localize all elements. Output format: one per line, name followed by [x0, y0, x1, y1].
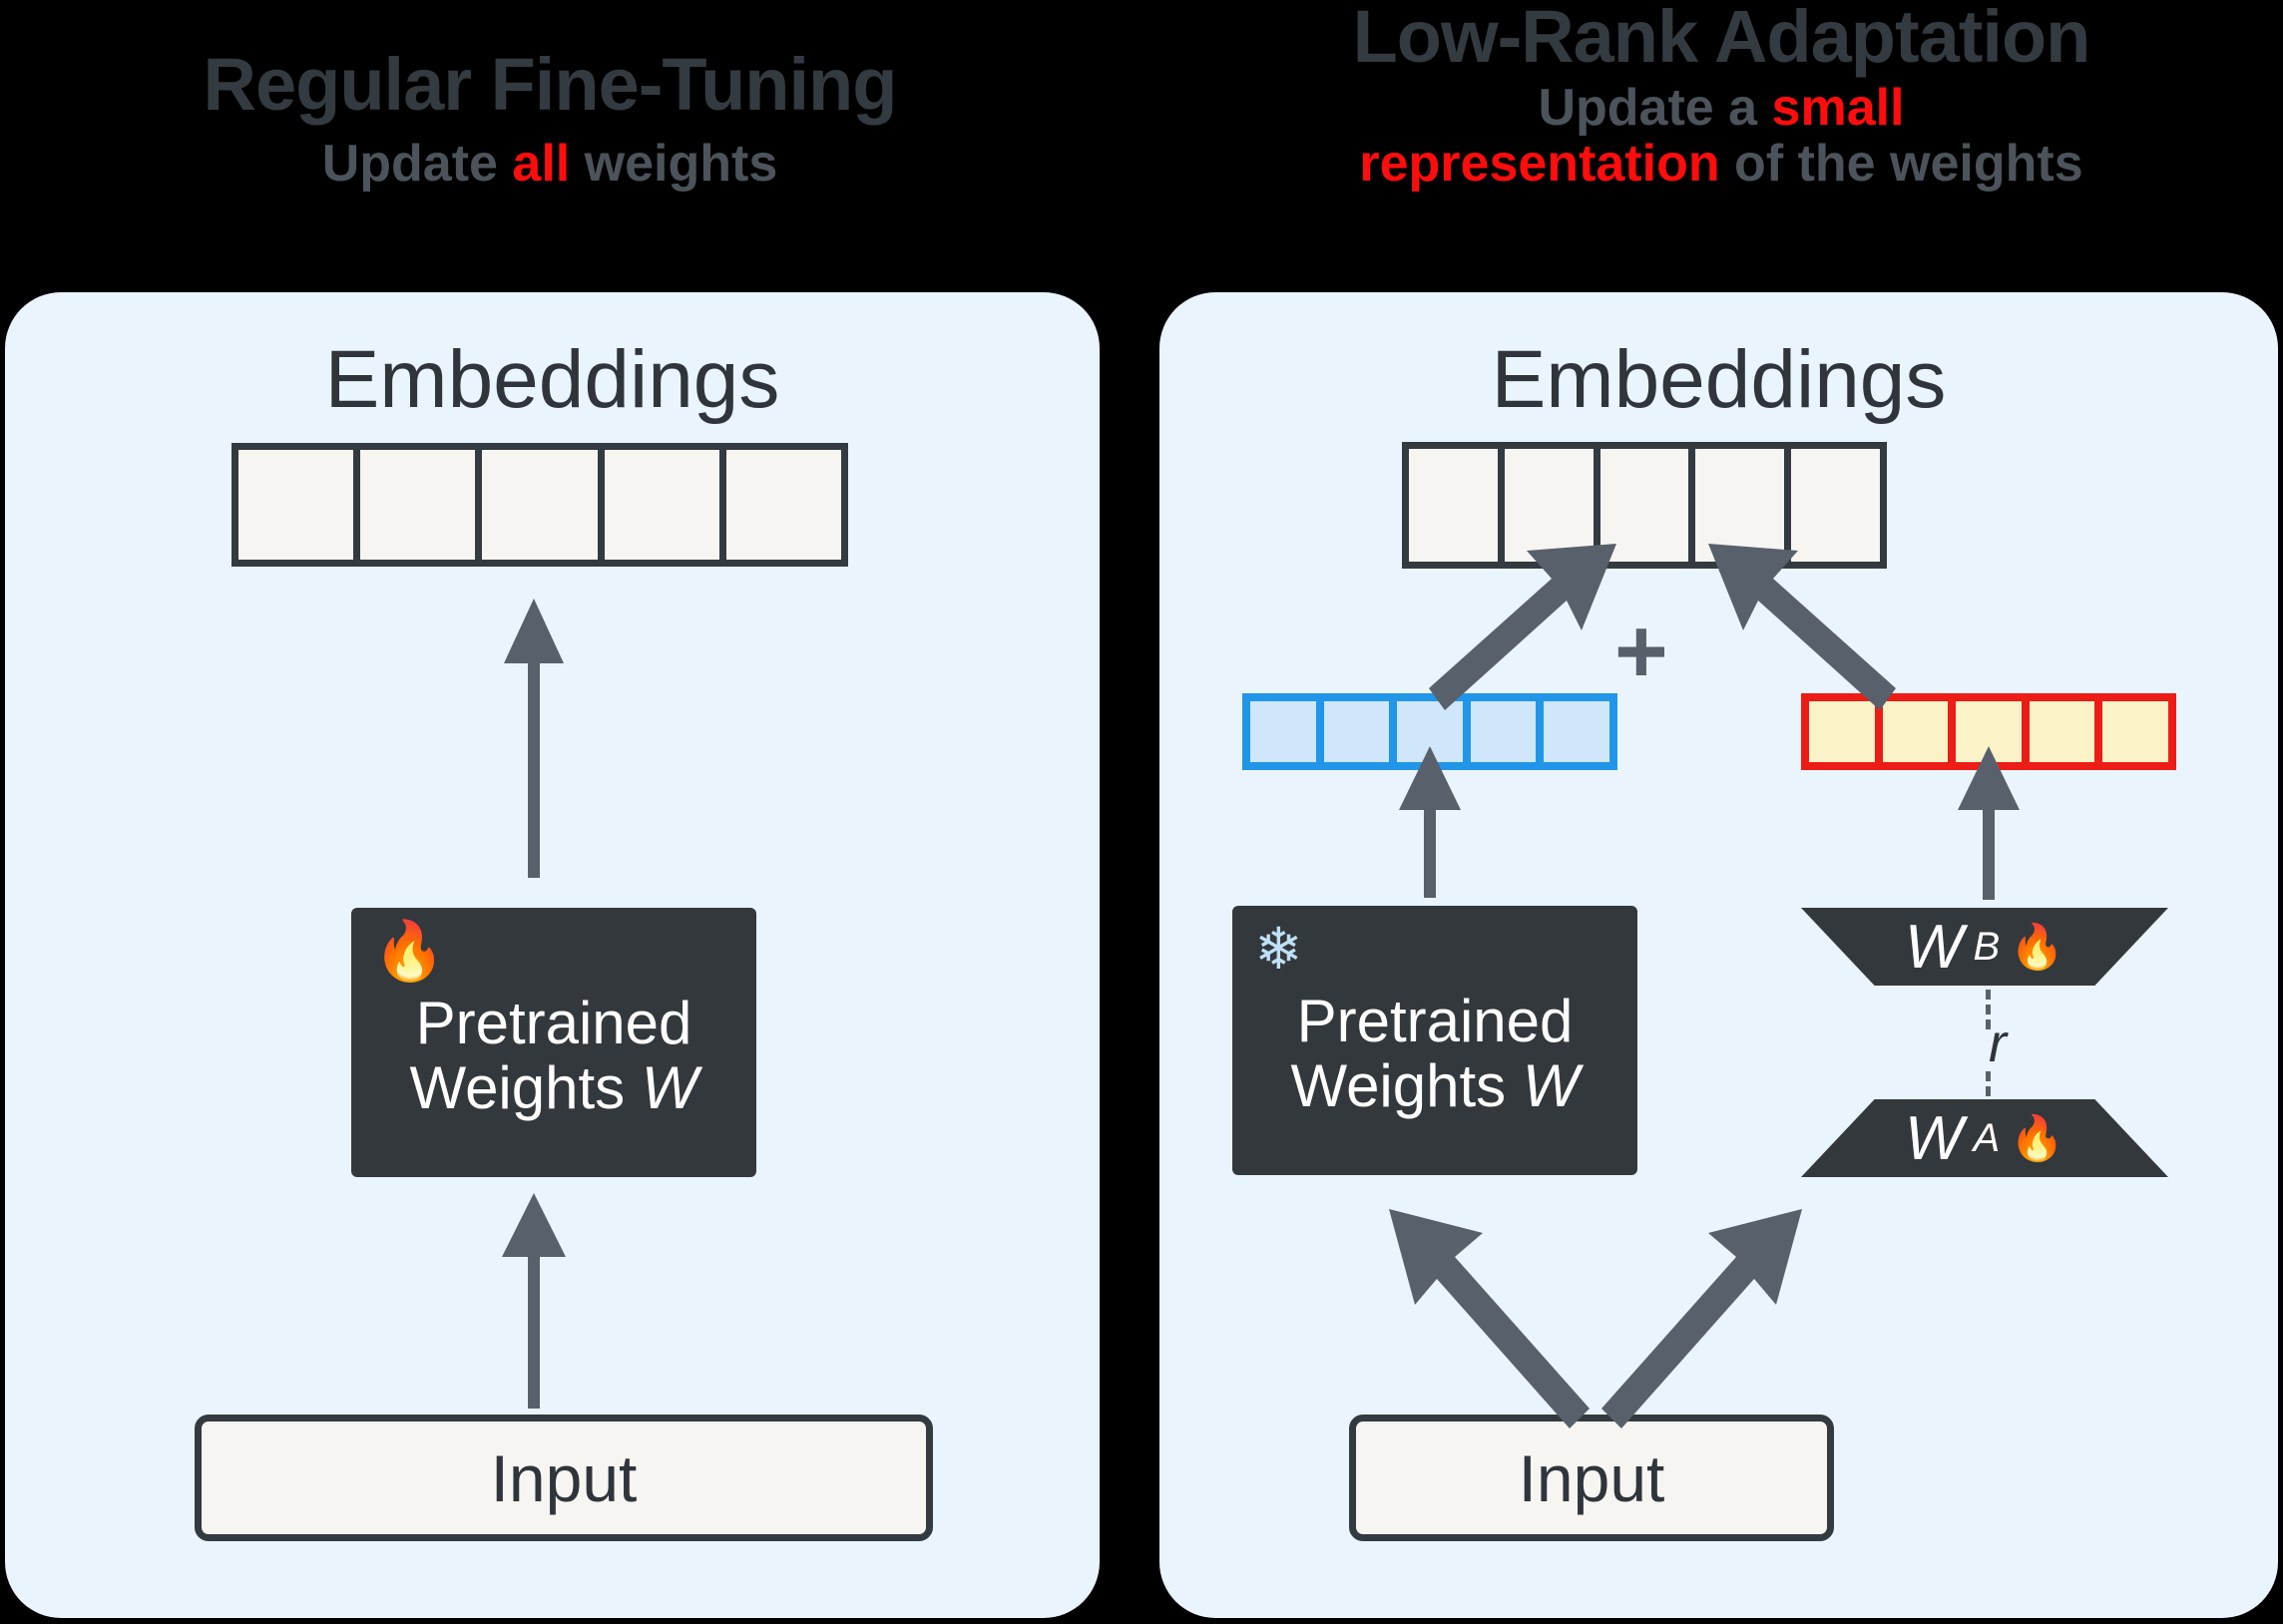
left-subtitle-highlight: all: [512, 135, 571, 193]
wb-symbol: W: [1904, 912, 1964, 982]
fire-icon: 🔥: [2010, 923, 2064, 972]
yellow-cell: [1809, 701, 1883, 762]
embedding-cell: [1504, 449, 1600, 562]
rank-label: r: [1989, 1014, 2007, 1073]
right-weights-line1: Pretrained: [1296, 988, 1574, 1054]
right-input-box: Input: [1349, 1415, 1834, 1541]
right-weights-symbol: W: [1522, 1051, 1580, 1119]
rank-connector-bottom: [1986, 1071, 1991, 1111]
right-panel-heading: Low-Rank Adaptation Update a small repre…: [1159, 0, 2283, 192]
left-subtitle-post: weights: [570, 135, 778, 193]
wa-symbol: W: [1904, 1103, 1964, 1173]
plus-sign: +: [1614, 601, 1668, 702]
fire-icon: 🔥: [2010, 1114, 2064, 1163]
left-input-label: Input: [490, 1440, 638, 1515]
right-pretrained-weights-box: ❄ Pretrained Weights W: [1232, 906, 1637, 1175]
left-weights-symbol: W: [641, 1053, 698, 1121]
snowflake-icon: ❄: [1254, 917, 1303, 982]
right-pretrained-weights-label: Pretrained Weights W: [1290, 988, 1580, 1119]
left-weights-line1: Pretrained: [415, 990, 692, 1056]
rank-connector-top: [1986, 990, 1991, 1029]
fire-icon: 🔥: [373, 919, 446, 984]
blue-cell: [1323, 701, 1398, 762]
left-pretrained-weights-box: 🔥 Pretrained Weights W: [351, 908, 756, 1177]
yellow-cell: [2029, 701, 2103, 762]
embedding-cell: [1599, 449, 1696, 562]
right-subtitle-line2: representation of the weights: [1159, 136, 2283, 192]
right-subtitle-line1-highlight: small: [1771, 79, 1905, 137]
left-embeddings-label: Embeddings: [324, 334, 780, 425]
yellow-cell: [2102, 701, 2168, 762]
embedding-cell: [1791, 449, 1880, 562]
embedding-cell: [1695, 449, 1792, 562]
embedding-cell: [604, 450, 726, 560]
right-subtitle-line2-post: of the weights: [1719, 135, 2083, 194]
left-panel-heading: Regular Fine-Tuning Update all weights: [0, 43, 1100, 193]
blue-cell: [1250, 701, 1324, 762]
yellow-cell: [1956, 701, 2030, 762]
left-panel-subtitle: Update all weights: [0, 136, 1100, 192]
right-subtitle-line2-highlight: representation: [1359, 135, 1720, 194]
embedding-cell: [725, 450, 842, 560]
right-panel-title: Low-Rank Adaptation: [1352, 0, 2091, 78]
left-subtitle-pre: Update: [321, 135, 513, 193]
right-embeddings-row: [1402, 442, 1887, 569]
right-subtitle-line1: Update a small: [1159, 80, 2283, 136]
blue-cell: [1470, 701, 1545, 762]
lora-output-row-yellow: [1801, 693, 2176, 770]
left-input-box: Input: [195, 1415, 933, 1541]
embedding-cell: [360, 450, 483, 560]
right-embeddings-label: Embeddings: [1491, 334, 1947, 425]
embedding-cell: [238, 450, 361, 560]
embedding-cell: [1409, 449, 1505, 562]
left-weights-line2-pre: Weights: [409, 1053, 642, 1121]
right-subtitle-line1-pre: Update a: [1538, 79, 1772, 137]
blue-cell: [1397, 701, 1471, 762]
wb-subscript: B: [1973, 924, 2001, 969]
embedding-cell: [482, 450, 605, 560]
right-panel-subtitle: Update a small representation of the wei…: [1159, 80, 2283, 192]
left-pretrained-weights-label: Pretrained Weights W: [409, 990, 698, 1121]
base-output-row-blue: [1242, 693, 1617, 770]
left-embeddings-row: [231, 443, 848, 567]
left-panel-title: Regular Fine-Tuning: [203, 43, 898, 126]
blue-cell: [1544, 701, 1609, 762]
wa-subscript: A: [1973, 1115, 2001, 1160]
yellow-cell: [1882, 701, 1957, 762]
right-input-label: Input: [1518, 1440, 1665, 1515]
right-weights-line2-pre: Weights: [1290, 1051, 1523, 1119]
